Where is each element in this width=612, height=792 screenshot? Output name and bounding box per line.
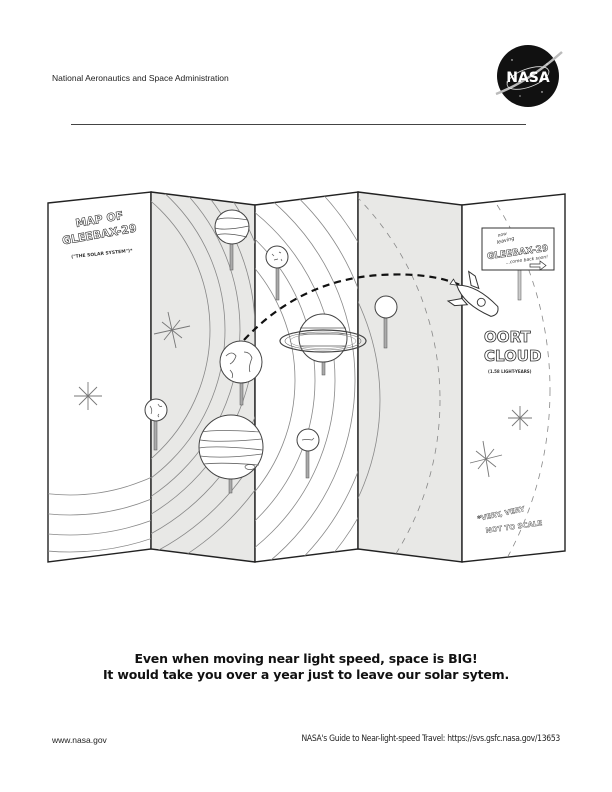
agency-name: National Aeronautics and Space Administr… — [52, 73, 229, 83]
planet-jupiter — [198, 414, 264, 494]
map-panel-1 — [47, 191, 152, 563]
nasa-logo: NASA — [495, 45, 563, 107]
oort-distance: (1.58 LIGHT-YEARS) — [488, 369, 532, 374]
caption-line-1: Even when moving near light speed, space… — [134, 651, 478, 666]
planet-earth — [219, 340, 263, 406]
nasa-logo-text: NASA — [506, 70, 550, 86]
sign-line1: now — [497, 232, 508, 239]
arrow-right-icon — [529, 260, 547, 271]
planet-mercury — [144, 398, 168, 451]
map-panel-3 — [254, 191, 359, 563]
oort-cloud-label: OORT CLOUD (1.58 LIGHT-YEARS) — [484, 328, 542, 374]
caption-line-2: It would take you over a year just to le… — [102, 667, 510, 682]
star-icon — [74, 311, 532, 478]
map-panel-4 — [357, 191, 463, 563]
leaving-sign: now leaving GLEEBAX-29 ...come back soon… — [481, 227, 555, 301]
oort-line1: OORT — [484, 328, 531, 346]
planet-venus — [214, 209, 250, 271]
rocket-icon — [446, 270, 499, 317]
sign-line4: ...come back soon! — [505, 254, 548, 266]
footer-guide-link[interactable]: NASA's Guide to Near-light-speed Travel:… — [301, 734, 560, 744]
planet-uranus — [296, 428, 320, 479]
footer-website-link[interactable]: www.nasa.gov — [52, 735, 107, 745]
oort-line2: CLOUD — [484, 347, 541, 365]
orbit-lines — [48, 192, 551, 562]
sign-line2: leaving — [496, 236, 515, 246]
planet-neptune — [374, 295, 398, 349]
planet-saturn — [279, 313, 367, 376]
header-divider — [71, 124, 526, 125]
planet-mars — [265, 245, 289, 301]
trajectory-path — [243, 273, 461, 341]
